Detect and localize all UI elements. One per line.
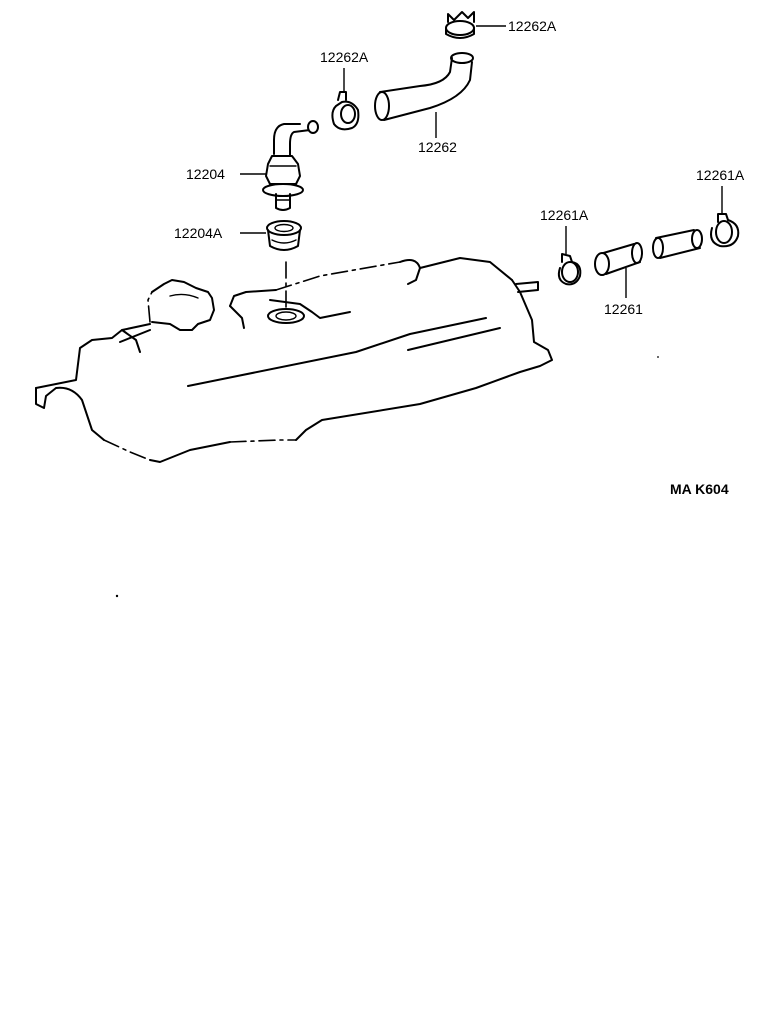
cylinder-head-cover: [35, 257, 553, 463]
part-label: 12261A: [696, 167, 745, 183]
pcv-valve: [240, 120, 319, 211]
diagram-code: MA K604: [670, 481, 729, 497]
part-label: 12262: [418, 139, 457, 155]
part-label: 12261A: [540, 207, 589, 223]
scan-dot: [115, 594, 119, 598]
part-label: 12204: [186, 166, 225, 182]
ventilation-hose-no2: [594, 229, 703, 298]
hose-clamp-top: [445, 11, 506, 39]
pcv-grommet: [240, 220, 302, 251]
hose-clamp-left: [331, 68, 360, 131]
part-label: 12204A: [174, 225, 223, 241]
part-label: 12262A: [320, 49, 369, 65]
hose-clamp-right: [710, 186, 740, 248]
ventilation-hose: [374, 52, 474, 138]
hose-clamp-mid: [557, 226, 582, 286]
part-label: 12262A: [508, 18, 557, 34]
part-label: 12261: [604, 301, 643, 317]
scan-dot: [657, 356, 659, 358]
oil-filler-cap: [147, 279, 215, 331]
